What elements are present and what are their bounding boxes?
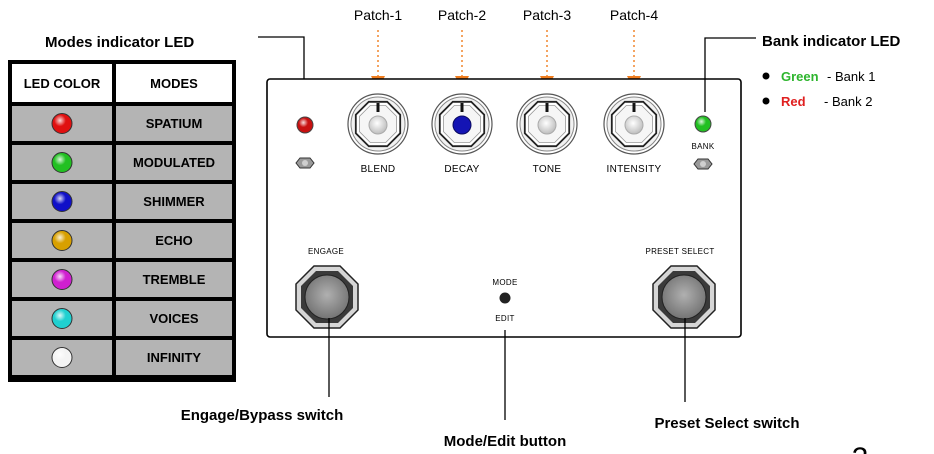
mode-button-callout: Mode/Edit button bbox=[444, 433, 566, 450]
knob-label: INTENSITY bbox=[607, 164, 662, 175]
knob-tone[interactable] bbox=[516, 93, 578, 155]
mode-name: INFINITY bbox=[147, 350, 201, 365]
patch-label: Patch-4 bbox=[610, 7, 658, 23]
led-highlight bbox=[52, 347, 72, 368]
led-highlight bbox=[52, 152, 72, 173]
patch-label: Patch-3 bbox=[523, 7, 571, 23]
led-highlight bbox=[52, 269, 72, 290]
bank-label: BANK bbox=[692, 142, 715, 151]
led-highlight bbox=[52, 113, 72, 134]
header-led-color: LED COLOR bbox=[24, 76, 101, 91]
knob-intensity[interactable] bbox=[603, 93, 665, 155]
mode-name: MODULATED bbox=[133, 155, 215, 170]
knob-label: DECAY bbox=[444, 164, 479, 175]
bank-legend: Green - Bank 1 Red - Bank 2 bbox=[762, 68, 875, 110]
table-row: VOICES bbox=[12, 301, 232, 336]
mode-edit-button[interactable] bbox=[499, 292, 511, 304]
table-row: INFINITY bbox=[12, 340, 232, 375]
knob-cap bbox=[537, 115, 557, 135]
knob-cap bbox=[368, 115, 388, 135]
knob-blend[interactable] bbox=[347, 93, 409, 155]
table-row: ECHO bbox=[12, 223, 232, 258]
knob-cap bbox=[452, 115, 472, 135]
bank-toggle-nut[interactable] bbox=[693, 158, 713, 170]
page-number: 2 bbox=[852, 442, 869, 454]
preset-switch-callout: Preset Select switch bbox=[654, 415, 799, 432]
engage-footswitch[interactable] bbox=[295, 265, 359, 329]
led-highlight bbox=[52, 308, 72, 329]
table-row: MODULATED bbox=[12, 145, 232, 180]
mode-name-cell bbox=[116, 301, 232, 336]
knob-decay[interactable] bbox=[431, 93, 493, 155]
knob-cap bbox=[624, 115, 644, 135]
engage-label: ENGAGE bbox=[308, 247, 344, 256]
mode-name: TREMBLE bbox=[143, 272, 206, 287]
preset-select-footswitch[interactable] bbox=[652, 265, 716, 329]
mode-label: MODE bbox=[492, 278, 517, 287]
engage-switch-callout: Engage/Bypass switch bbox=[181, 407, 344, 424]
mode-name-cell bbox=[116, 145, 232, 180]
table-row: TREMBLE bbox=[12, 262, 232, 297]
modes-table: LED COLOR MODES SPATIUM MODULATED SHIMMER E… bbox=[8, 60, 236, 382]
modes-led-callout: Modes indicator LED bbox=[45, 34, 194, 51]
patch-labels: Patch-1 Patch-2 Patch-3 Patch-4 bbox=[354, 7, 658, 90]
patch-label: Patch-1 bbox=[354, 7, 402, 23]
mode-name: SPATIUM bbox=[146, 116, 203, 131]
edit-label: EDIT bbox=[495, 314, 514, 323]
preset-select-label: PRESET SELECT bbox=[645, 247, 714, 256]
patch-label: Patch-2 bbox=[438, 7, 486, 23]
bank-led-callout: Bank indicator LED bbox=[762, 33, 901, 50]
mode-name-cell bbox=[116, 262, 232, 297]
led-highlight bbox=[52, 191, 72, 212]
mode-name: ECHO bbox=[155, 233, 193, 248]
table-row: SHIMMER bbox=[12, 184, 232, 219]
header-cell-modes bbox=[116, 64, 232, 102]
mode-name-cell bbox=[116, 106, 232, 141]
table-row: SPATIUM bbox=[12, 106, 232, 141]
led-highlight bbox=[52, 230, 72, 251]
bullet-icon bbox=[762, 97, 770, 105]
header-cell-led-color bbox=[12, 64, 112, 102]
header-modes: MODES bbox=[150, 76, 198, 91]
mode-toggle-nut[interactable] bbox=[295, 157, 315, 169]
bank-led-leader-line bbox=[704, 37, 756, 112]
knob-label: TONE bbox=[533, 164, 562, 175]
mode-led bbox=[296, 116, 314, 134]
mode-name-cell bbox=[116, 223, 232, 258]
bank-led bbox=[694, 115, 712, 133]
mode-name-cell bbox=[116, 340, 232, 375]
knob-label: BLEND bbox=[361, 164, 396, 175]
legend-item-bank1: Green - Bank 1 bbox=[781, 68, 875, 85]
mode-name: VOICES bbox=[149, 311, 198, 326]
table-rows: SPATIUM MODULATED SHIMMER ECHO TREMBLE VOICES… bbox=[12, 106, 232, 375]
mode-name-cell bbox=[116, 184, 232, 219]
legend-item-bank2: Red - Bank 2 bbox=[781, 93, 872, 110]
mode-name: SHIMMER bbox=[143, 194, 205, 209]
knob-row: BLEND DECAY TONE INTENSITY bbox=[347, 93, 665, 175]
bullet-icon bbox=[762, 72, 770, 80]
